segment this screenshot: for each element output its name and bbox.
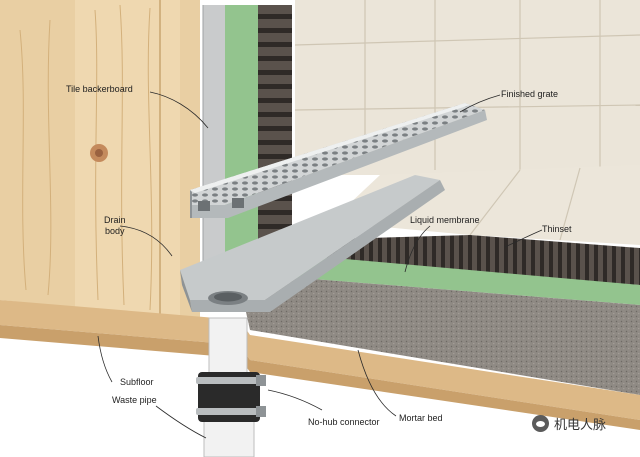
liquid-membrane-layer: [240, 255, 640, 305]
label-waste-pipe: Waste pipe: [112, 395, 157, 405]
label-tile-backerboard: Tile backerboard: [66, 84, 133, 94]
wood-grain: [19, 4, 153, 311]
connector-clamp-band: [196, 377, 262, 384]
wechat-icon: [532, 415, 549, 432]
label-liquid-membrane: Liquid membrane: [410, 215, 480, 225]
floor-thinset: [300, 235, 640, 285]
wall-thinset: [258, 5, 292, 245]
waste-pipe-lower: [203, 417, 255, 457]
label-no-hub-connector: No-hub connector: [308, 417, 380, 427]
label-thinset: Thinset: [542, 224, 572, 234]
label-drain-body: Drain body: [104, 215, 126, 237]
wall-membrane: [225, 5, 258, 255]
leader-lines: [97, 91, 543, 439]
tile-backerboard: [203, 5, 225, 262]
watermark: 机电人脉: [532, 414, 606, 433]
finished-grate: [190, 103, 485, 205]
mortar-bed-layer: [240, 278, 640, 395]
label-drain-body-line1: Drain: [104, 215, 126, 225]
label-drain-body-line2: body: [104, 226, 125, 236]
grate-leveling-foot: [232, 198, 244, 208]
watermark-text: 机电人脉: [554, 418, 607, 433]
drain-channel: [180, 175, 440, 305]
grate-leveling-foot: [198, 201, 210, 211]
subfloor-layer: [0, 300, 640, 420]
label-subfloor: Subfloor: [120, 377, 154, 387]
waste-pipe-upper: [208, 317, 248, 379]
label-finished-grate: Finished grate: [501, 89, 559, 99]
wall-stud-front: [75, 0, 180, 320]
label-mortar-bed: Mortar bed: [399, 413, 443, 423]
connector-clamp-band: [196, 408, 262, 415]
